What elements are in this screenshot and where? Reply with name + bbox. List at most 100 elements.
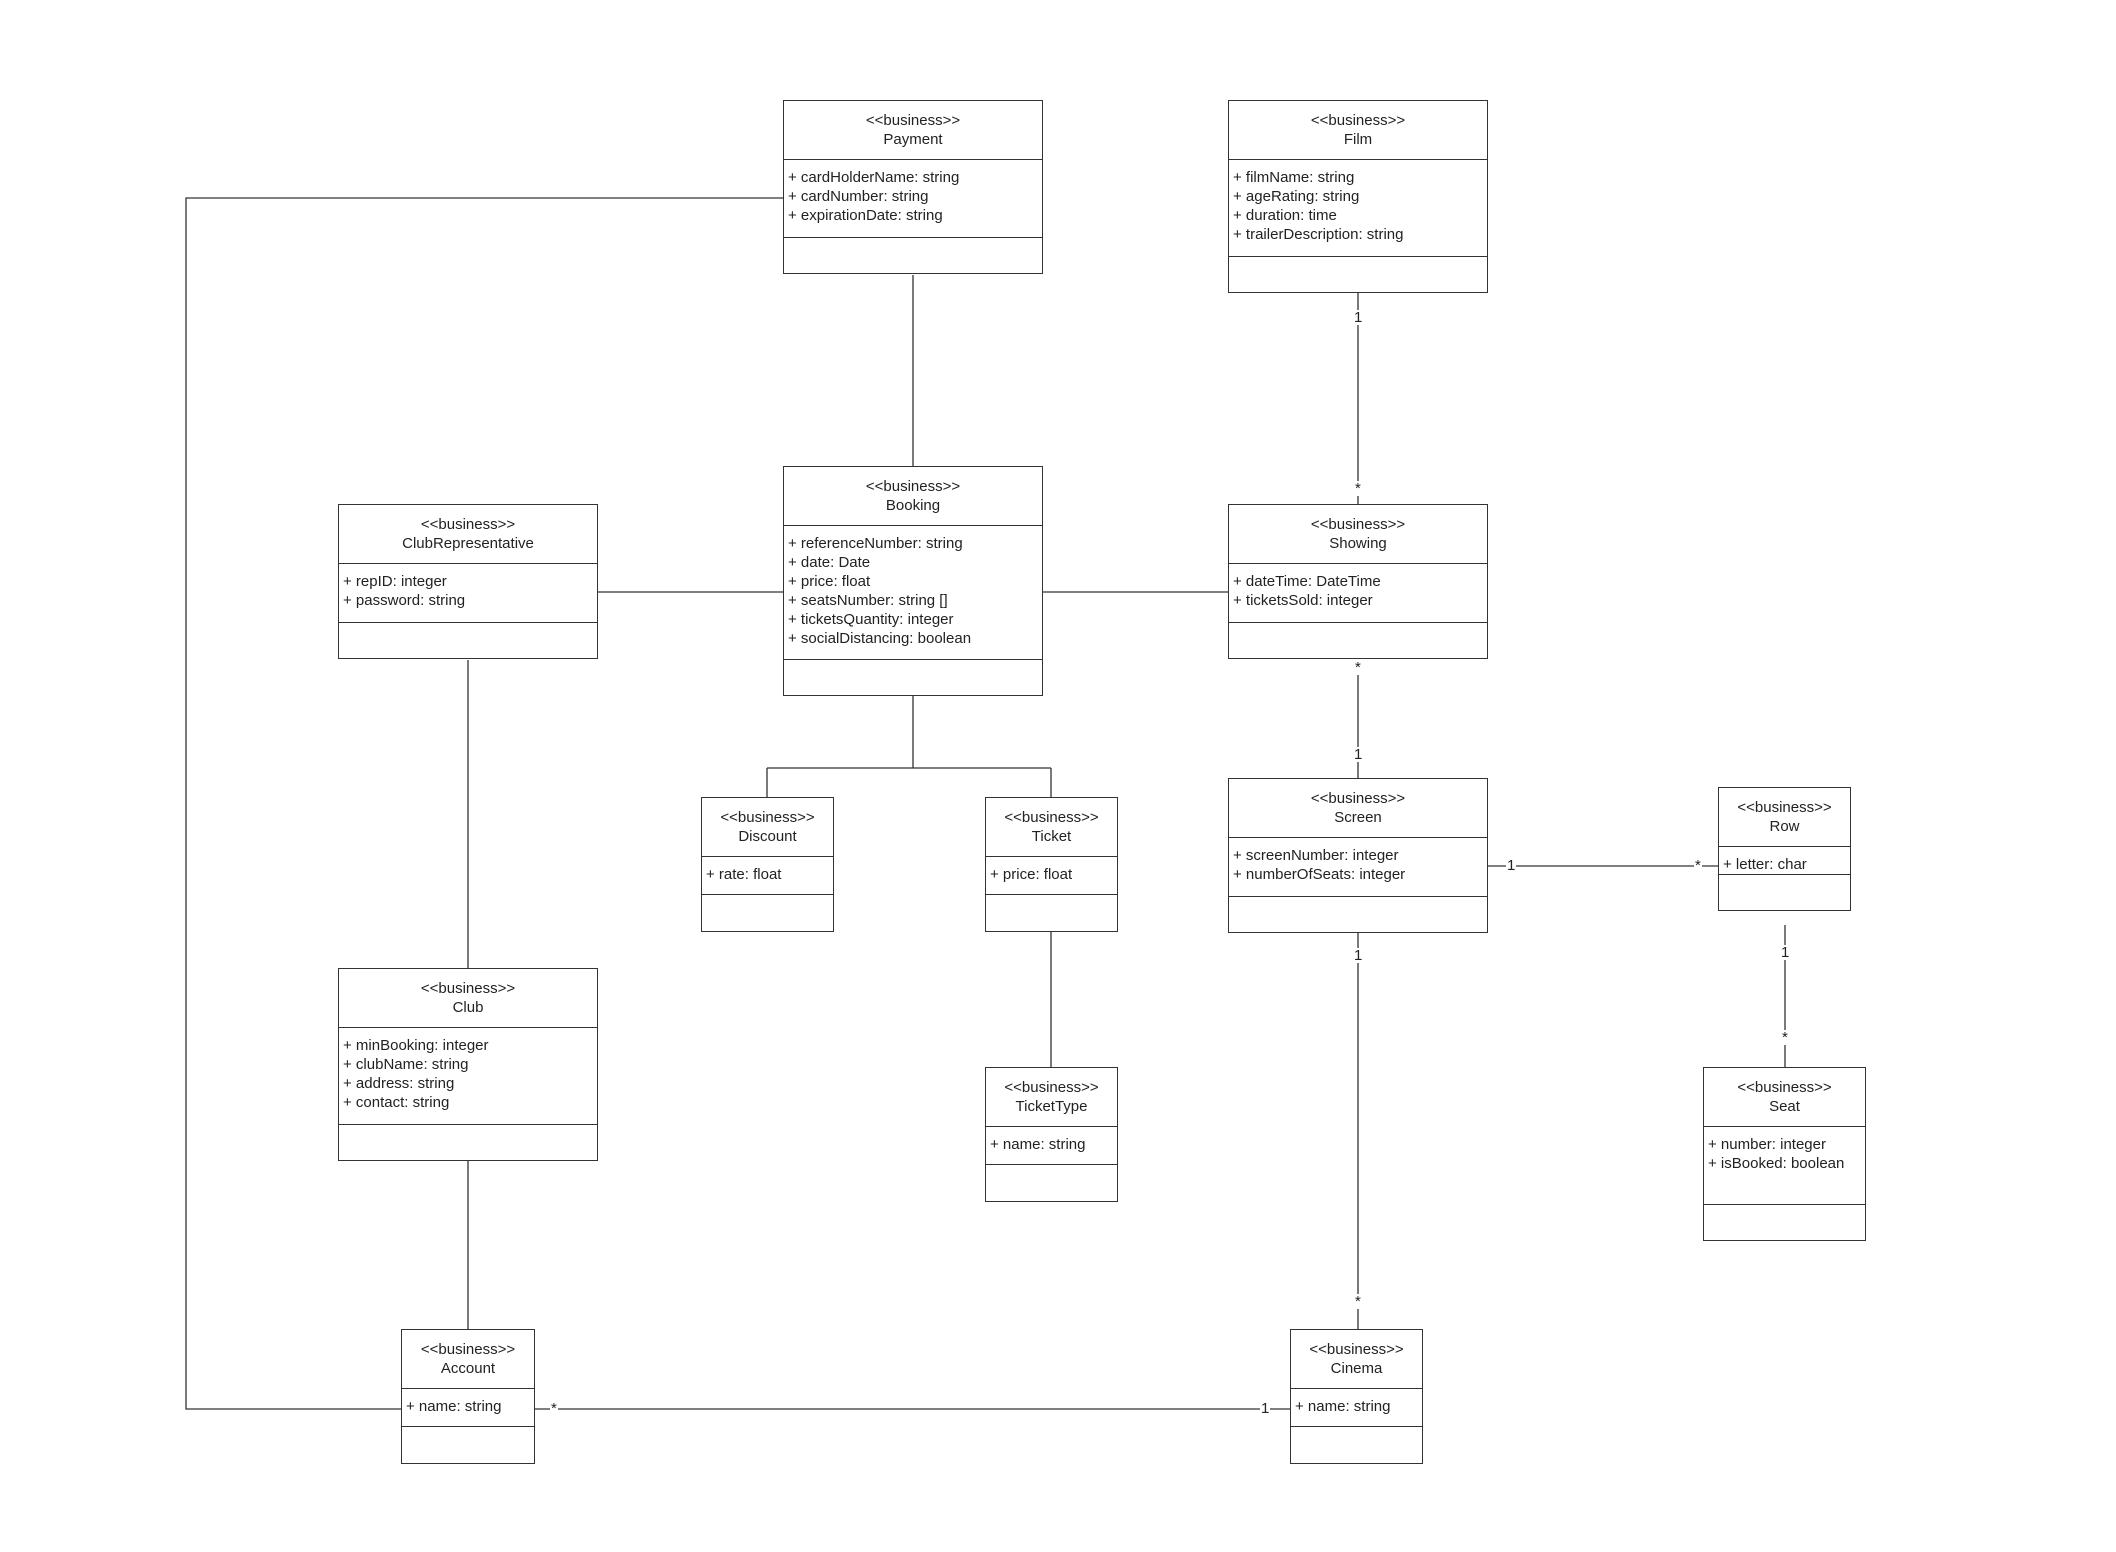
class-operations — [702, 895, 833, 933]
class-name: Payment — [883, 131, 943, 148]
class-name: Row — [1769, 818, 1800, 835]
multiplicity-row-seat-row: 1 — [1780, 944, 1791, 961]
class-attribute: + contact: string — [343, 1094, 450, 1111]
class-attributes: + number: integer+ isBooked: boolean — [1704, 1127, 1865, 1205]
class-stereotype: <<business>> — [1737, 1079, 1832, 1096]
class-name: Booking — [885, 497, 941, 514]
class-tickettype[interactable]: <<business>>TicketType+ name: string — [985, 1067, 1118, 1202]
class-ticket[interactable]: <<business>> Ticket + price: float — [985, 797, 1118, 932]
class-operations — [339, 1125, 597, 1162]
class-stereotype: <<business>> — [1310, 112, 1406, 129]
class-header: <<business>> Row — [1719, 788, 1850, 847]
class-attribute: + address: string — [343, 1075, 455, 1092]
class-operations — [1704, 1205, 1865, 1242]
class-attribute: + trailerDescription: string — [1233, 226, 1404, 243]
class-attribute: + name: string — [990, 1136, 1086, 1153]
class-attributes: + name: string — [986, 1127, 1117, 1165]
class-attribute: + rate: float — [706, 866, 782, 883]
class-club[interactable]: <<business>> Club + minBooking: integer + c… — [338, 968, 598, 1161]
class-operations — [1229, 257, 1487, 294]
class-stereotype: <<business>> — [865, 478, 961, 495]
class-name: Seat — [1769, 1098, 1800, 1115]
class-attributes: + letter: char — [1719, 847, 1850, 875]
multiplicity-showing-screen-screen: 1 — [1353, 746, 1364, 763]
class-operations — [784, 238, 1042, 275]
class-seat[interactable]: <<business>> Seat + number: integer+ isBoo… — [1703, 1067, 1866, 1241]
class-name: Discount — [738, 828, 797, 845]
class-attribute: + cardNumber: string — [788, 188, 929, 205]
class-attributes: + repID: integer+ password: string — [339, 564, 597, 623]
class-attribute: + clubName: string — [343, 1056, 469, 1073]
class-attributes: + rate: float — [702, 857, 833, 895]
class-attributes: + price: float — [986, 857, 1117, 895]
class-attributes: + minBooking: integer + clubName: string +… — [339, 1028, 597, 1125]
class-attribute: + date: Date — [788, 554, 871, 571]
class-screen[interactable]: <<business>> Screen + screenNumber: intege… — [1228, 778, 1488, 933]
assoc-payment-account — [185, 197, 783, 1410]
class-attribute: + seatsNumber: string [] — [788, 592, 948, 609]
class-discount[interactable]: <<business>> Discount + rate: float — [701, 797, 834, 932]
class-clubrep[interactable]: <<business>> ClubRepresentative + repID: i… — [338, 504, 598, 659]
class-header: <<business>>Cinema — [1291, 1330, 1422, 1389]
multiplicity-screen-cinema-cinema: * — [1354, 1293, 1362, 1310]
class-stereotype: <<business>> — [1310, 516, 1406, 533]
multiplicity-row-seat-seat: * — [1781, 1029, 1789, 1046]
class-name: Club — [452, 999, 484, 1016]
class-stereotype: <<business>> — [865, 112, 961, 129]
class-attribute: + ticketsSold: integer — [1233, 592, 1373, 609]
class-attribute: + dateTime: DateTime — [1233, 573, 1381, 590]
class-attribute: + price: float — [990, 866, 1073, 883]
class-stereotype: <<business>> — [420, 516, 516, 533]
class-stereotype: <<business>> — [1309, 1341, 1404, 1358]
class-attributes: + name: string — [402, 1389, 534, 1427]
class-attributes: + screenNumber: integer+ numberOfSeats: … — [1229, 838, 1487, 897]
multiplicity-film-showing-showing: * — [1354, 480, 1362, 497]
class-attribute: + letter: char — [1723, 856, 1807, 873]
class-header: <<business>> Payment — [784, 101, 1042, 160]
class-attributes: + referenceNumber: string+ date: Date+ p… — [784, 526, 1042, 660]
multiplicity-screen-row-row: * — [1694, 857, 1702, 874]
class-film[interactable]: <<business>>Film+ filmName: string+ ageR… — [1228, 100, 1488, 293]
class-stereotype: <<business>> — [420, 980, 516, 997]
class-stereotype: <<business>> — [1310, 790, 1406, 807]
multiplicity-account-cinema-account: * — [550, 1400, 558, 1417]
class-stereotype: <<business>> — [1737, 799, 1832, 816]
class-booking[interactable]: <<business>> Booking + referenceNumber: st… — [783, 466, 1043, 696]
multiplicity-screen-cinema-screen: 1 — [1353, 947, 1364, 964]
class-attributes: + cardHolderName: string + cardNumber: st… — [784, 160, 1042, 238]
multiplicity-showing-screen-showing: * — [1354, 659, 1362, 676]
class-operations — [986, 1165, 1117, 1203]
class-account[interactable]: <<business>>Account+ name: string — [401, 1329, 535, 1464]
class-header: <<business>> Ticket — [986, 798, 1117, 857]
class-attribute: + expirationDate: string — [788, 207, 943, 224]
class-name: ClubRepresentative — [402, 535, 534, 552]
class-name: Screen — [1334, 809, 1382, 826]
class-operations — [986, 895, 1117, 933]
class-attribute: + cardHolderName: string — [788, 169, 960, 186]
multiplicity-account-cinema-cinema: 1 — [1260, 1400, 1271, 1417]
class-attributes: + name: string — [1291, 1389, 1422, 1427]
class-row[interactable]: <<business>> Row + letter: char — [1718, 787, 1851, 911]
class-stereotype: <<business>> — [1004, 809, 1099, 826]
class-header: <<business>> Seat — [1704, 1068, 1865, 1127]
class-header: <<business>> ClubRepresentative — [339, 505, 597, 564]
class-stereotype: <<business>> — [420, 1341, 516, 1358]
class-attribute: + minBooking: integer — [343, 1037, 489, 1054]
class-attribute: + number: integer — [1708, 1136, 1826, 1153]
class-attribute: + price: float — [788, 573, 871, 590]
class-header: <<business>> Club — [339, 969, 597, 1028]
class-name: Film — [1343, 131, 1373, 148]
class-cinema[interactable]: <<business>>Cinema+ name: string — [1290, 1329, 1423, 1464]
class-name: TicketType — [1015, 1098, 1088, 1115]
class-operations — [339, 623, 597, 660]
class-stereotype: <<business>> — [720, 809, 815, 826]
class-payment[interactable]: <<business>> Payment + cardHolderName: str… — [783, 100, 1043, 274]
class-attribute: + name: string — [406, 1398, 502, 1415]
class-operations — [1291, 1427, 1422, 1465]
class-operations — [784, 660, 1042, 697]
class-attribute: + duration: time — [1233, 207, 1337, 224]
class-showing[interactable]: <<business>>Showing+ dateTime: DateTime+… — [1228, 504, 1488, 659]
class-name: Ticket — [1031, 828, 1072, 845]
class-attribute: + ageRating: string — [1233, 188, 1360, 205]
